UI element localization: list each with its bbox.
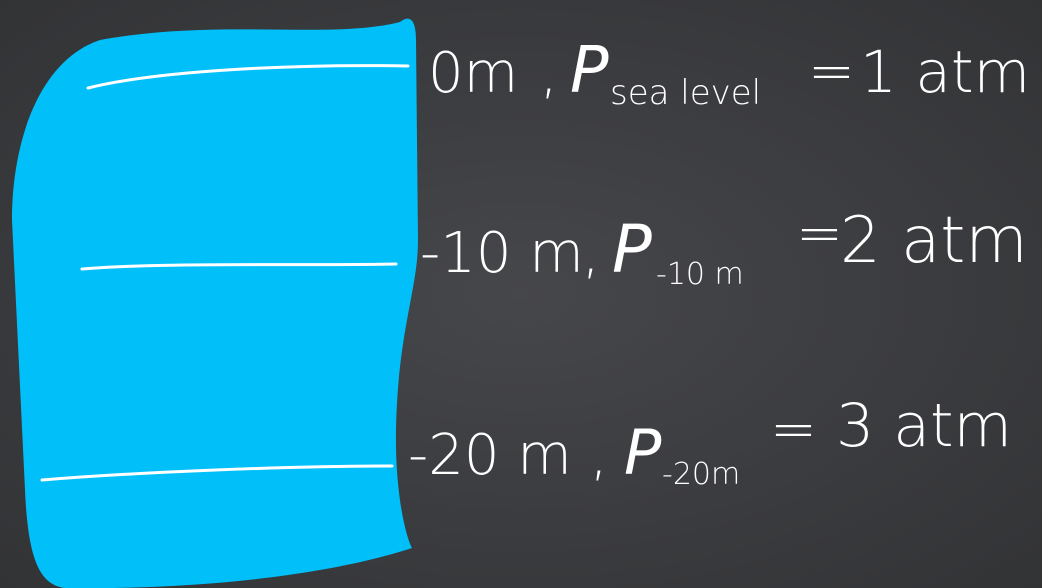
separator-comma: , (582, 221, 600, 286)
pressure-value-20m: 3 atm (836, 391, 1012, 461)
equals-sign: = (796, 201, 843, 266)
depth-label-10m: -10 m (420, 221, 584, 286)
depth-label-20m: -20 m (408, 423, 572, 488)
pressure-subscript: sea level (610, 73, 761, 113)
separator-comma: , (540, 41, 558, 106)
pressure-symbol: P (612, 211, 652, 288)
pressure-symbol: P (570, 34, 609, 108)
depth-10m-line (80, 262, 398, 271)
pressure-symbol: P (624, 416, 662, 489)
equals-sign: = (808, 39, 855, 104)
pressure-value-sea-level: 1 atm (860, 38, 1030, 106)
depth-label-sea-level: 0m (428, 41, 518, 106)
separator-comma: , (590, 423, 608, 488)
pressure-value-10m: 2 atm (840, 204, 1028, 278)
pressure-subscript: -10 m (656, 257, 744, 292)
water-column (12, 18, 418, 588)
equals-sign: = (770, 397, 817, 462)
pressure-subscript: -20m (662, 457, 740, 492)
sea-level-line (86, 64, 410, 90)
depth-20m-line (40, 464, 394, 482)
